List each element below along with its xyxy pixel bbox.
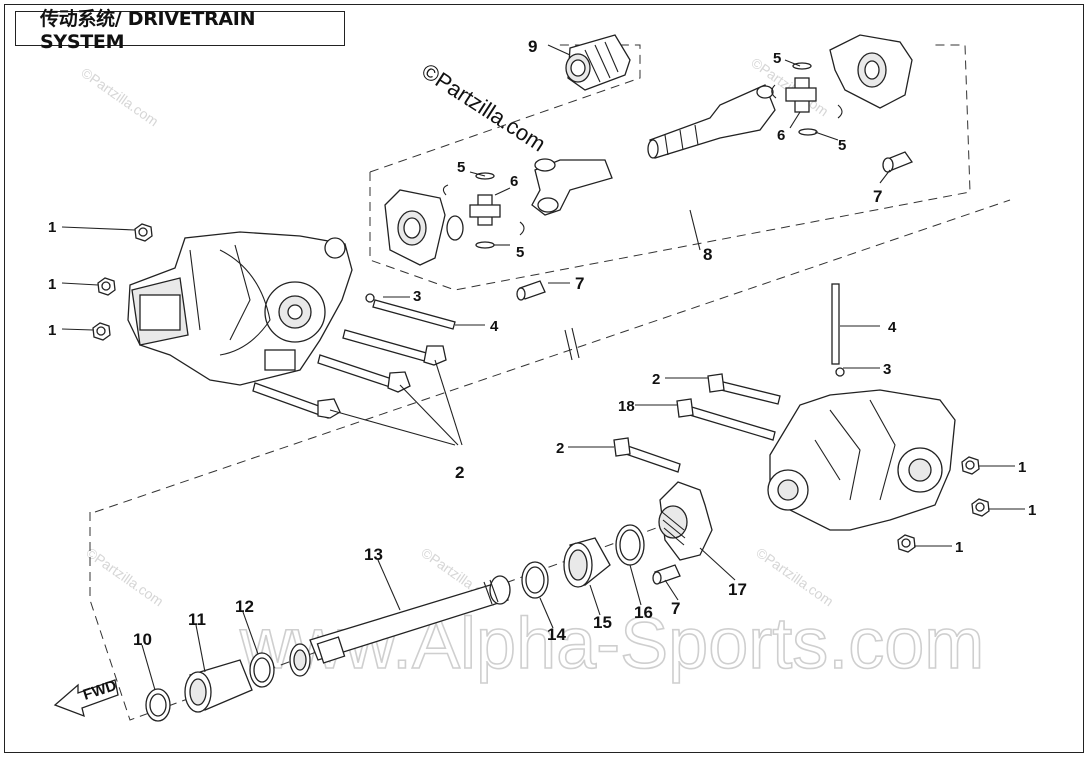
diagram-border bbox=[4, 4, 1084, 753]
front-flange bbox=[384, 189, 464, 266]
nut-1c bbox=[92, 322, 111, 341]
callout-15: 15 bbox=[593, 613, 612, 632]
rubber-boot-9 bbox=[565, 34, 631, 91]
callout-5d: 5 bbox=[838, 137, 846, 154]
bolt-7-front bbox=[516, 280, 546, 301]
callout-18: 18 bbox=[618, 398, 635, 415]
break-mark-1 bbox=[564, 329, 573, 361]
ring-14 bbox=[521, 561, 549, 599]
callout-7b: 7 bbox=[873, 187, 882, 206]
callout-1c: 1 bbox=[48, 322, 56, 339]
rear-flange bbox=[829, 34, 913, 109]
callout-1b: 1 bbox=[48, 276, 56, 293]
callout-6b: 6 bbox=[777, 127, 785, 144]
bolt-7-shaft bbox=[652, 564, 681, 585]
callout-7a: 7 bbox=[575, 274, 584, 293]
callout-11: 11 bbox=[188, 610, 206, 629]
callout-1e: 1 bbox=[1028, 502, 1036, 519]
nut-1a bbox=[134, 223, 153, 242]
break-mark-2 bbox=[571, 327, 580, 359]
ring-10 bbox=[145, 688, 171, 722]
bolt-2c bbox=[342, 329, 447, 366]
callout-5b: 5 bbox=[516, 244, 524, 261]
bolt-2-rear-upper bbox=[707, 373, 781, 405]
front-yoke-shaft bbox=[531, 158, 613, 216]
ring-12 bbox=[249, 652, 275, 688]
callout-9: 9 bbox=[528, 37, 537, 56]
callout-13: 13 bbox=[364, 545, 383, 564]
callout-5a: 5 bbox=[457, 159, 465, 176]
shaft-13 bbox=[289, 575, 511, 677]
nut-1b bbox=[97, 277, 116, 296]
watermark-partzilla-1: ©Partzilla.com bbox=[78, 64, 161, 129]
rear-yoke-shaft bbox=[647, 84, 776, 159]
callout-6a: 6 bbox=[510, 173, 518, 190]
front-differential bbox=[127, 231, 353, 386]
callout-7c: 7 bbox=[671, 599, 680, 618]
rear-differential bbox=[767, 389, 956, 531]
nut-1f bbox=[897, 534, 916, 553]
callout-2a: 2 bbox=[455, 463, 464, 482]
title-box: 传动系统/ DRIVETRAIN SYSTEM bbox=[15, 8, 345, 53]
centerline bbox=[94, 199, 1011, 513]
bolt-18 bbox=[676, 398, 776, 441]
fwd-arrow-icon: FWD bbox=[53, 677, 119, 718]
bolt-7-rear bbox=[882, 151, 914, 173]
callout-3a: 3 bbox=[413, 288, 421, 305]
bolt-2-rear-lower bbox=[613, 437, 681, 473]
callout-1d: 1 bbox=[1018, 459, 1026, 476]
nut-1d bbox=[961, 456, 980, 475]
ring-16 bbox=[615, 524, 645, 566]
bolt-2a bbox=[252, 382, 341, 419]
seal-15 bbox=[563, 537, 611, 588]
callout-12: 12 bbox=[235, 597, 254, 616]
bolt-2b bbox=[317, 354, 411, 393]
callout-14: 14 bbox=[547, 625, 566, 644]
rear-cross-joint bbox=[771, 62, 843, 136]
nut-1e bbox=[971, 498, 990, 517]
stud-4-rear bbox=[831, 283, 845, 377]
callout-8: 8 bbox=[703, 245, 712, 264]
callout-10: 10 bbox=[133, 630, 152, 649]
callout-4b: 4 bbox=[888, 319, 897, 336]
driveshaft-group-boundary bbox=[369, 44, 971, 291]
callout-4a: 4 bbox=[490, 318, 499, 335]
callout-2b: 2 bbox=[652, 371, 660, 388]
front-cross-joint bbox=[442, 172, 525, 249]
boot-11 bbox=[184, 659, 253, 713]
callout-16: 16 bbox=[634, 603, 653, 622]
callout-2c: 2 bbox=[556, 440, 564, 457]
callout-1f: 1 bbox=[955, 539, 963, 556]
callout-3b: 3 bbox=[883, 361, 891, 378]
page-title: 传动系统/ DRIVETRAIN SYSTEM bbox=[40, 8, 256, 53]
flange-17 bbox=[658, 481, 713, 561]
callout-5c: 5 bbox=[773, 50, 781, 67]
stud-4-front bbox=[365, 293, 456, 330]
callout-1a: 1 bbox=[48, 219, 56, 236]
watermark-partzilla-5: ©Partzilla.com bbox=[753, 544, 836, 609]
watermark-partzilla-main: ©Partzilla.com bbox=[417, 58, 550, 156]
callout-17: 17 bbox=[728, 580, 747, 599]
leader-lines bbox=[61, 44, 1025, 691]
watermark-partzilla-3: ©Partzilla.com bbox=[83, 544, 166, 609]
